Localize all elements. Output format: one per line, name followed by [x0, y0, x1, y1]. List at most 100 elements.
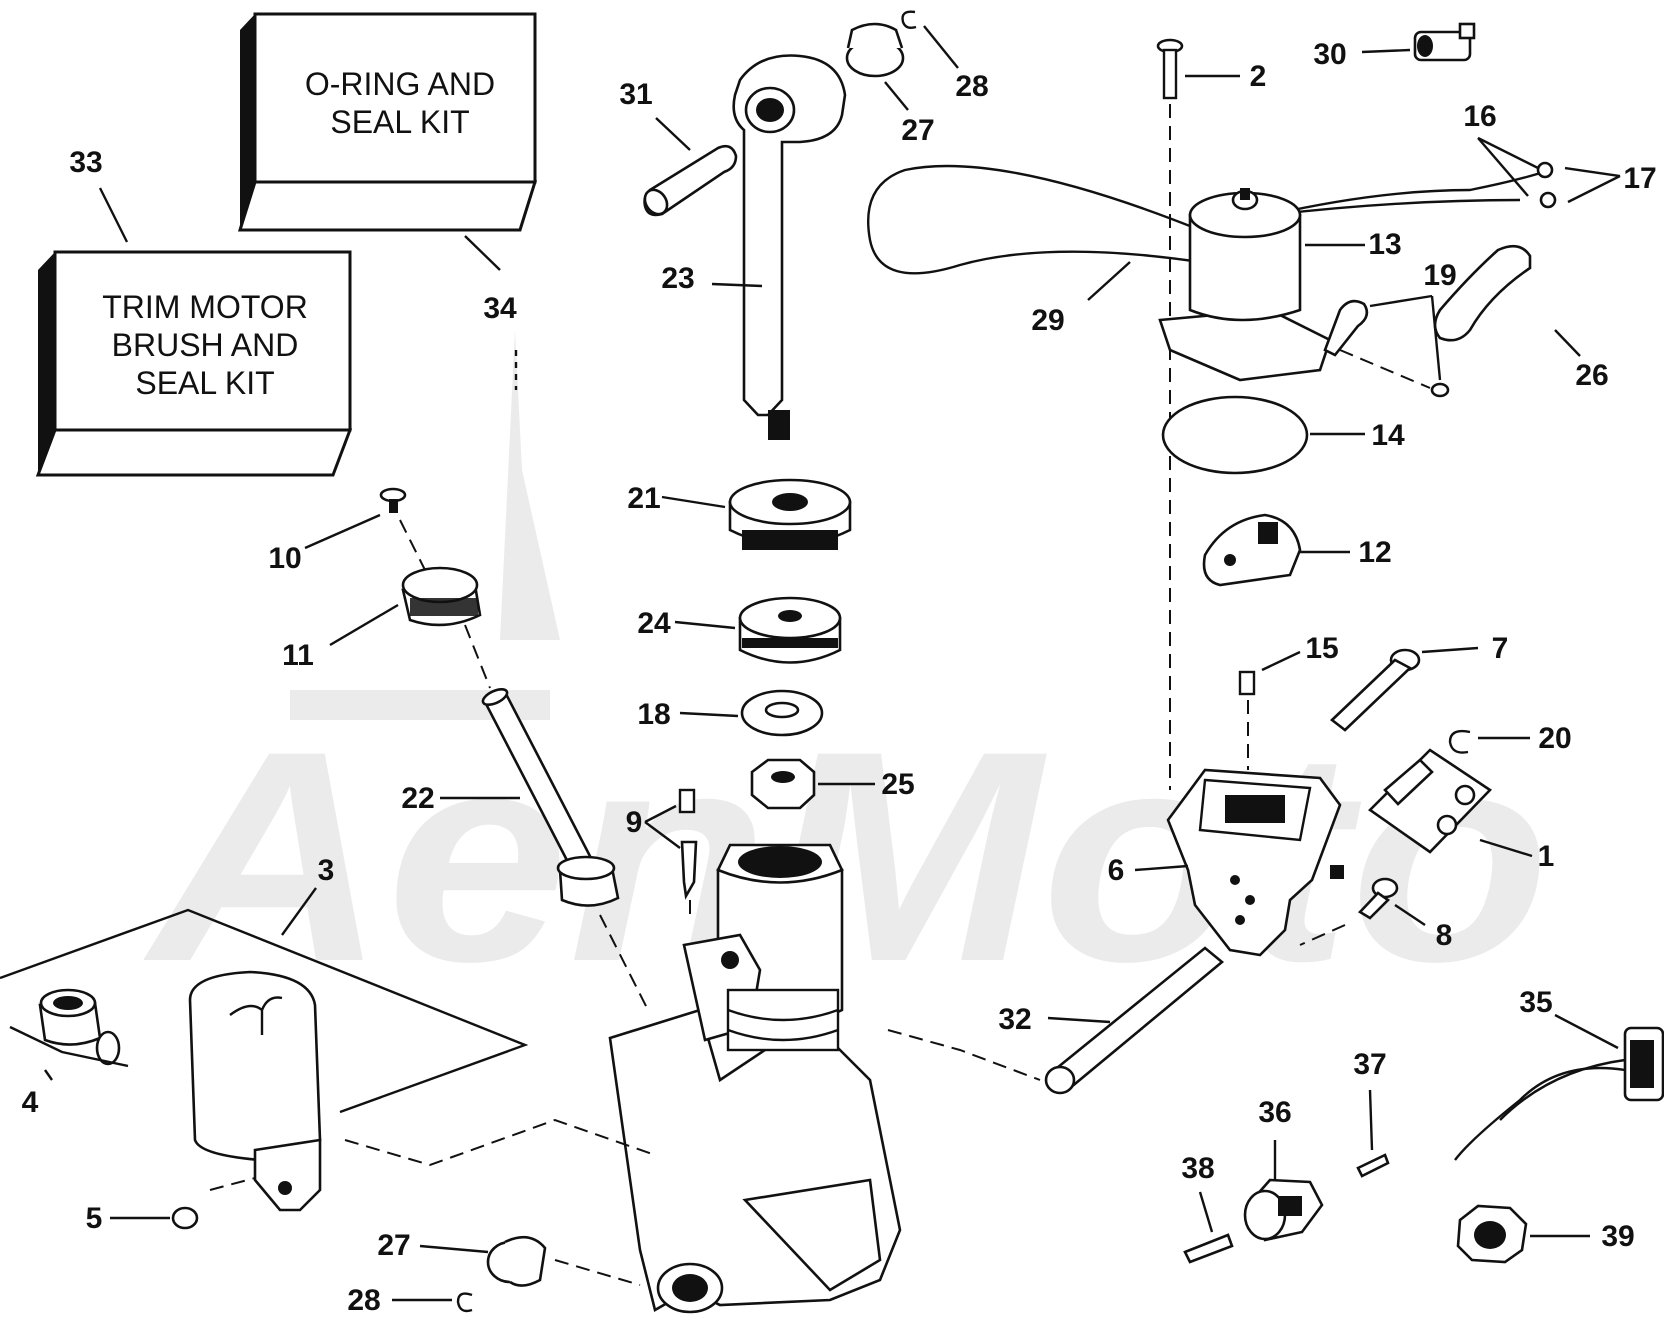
seal-kit-box-bottom [237, 180, 538, 232]
callout-15: 15 [1305, 632, 1338, 665]
callout-36: 36 [1258, 1096, 1291, 1129]
leader-23 [711, 282, 763, 288]
callout-19: 19 [1423, 259, 1456, 292]
part-19-terminal [1323, 299, 1450, 398]
leader-24 [674, 620, 736, 630]
leader-6 [1134, 864, 1189, 872]
part-7-bolt [1330, 648, 1421, 732]
part-28-top-clip [901, 10, 917, 30]
callout-11: 11 [282, 639, 314, 672]
part-12-plate [1202, 513, 1302, 587]
callout-32: 32 [998, 1003, 1031, 1036]
callout-5: 5 [86, 1202, 103, 1235]
part-28-bottom-clip [456, 1292, 473, 1313]
leader-11 [329, 603, 399, 647]
part-35-switch [1454, 1026, 1664, 1161]
part-3-reservoir-outline [0, 908, 529, 1114]
leader-35 [1554, 1013, 1619, 1050]
part-1-gasket [1367, 748, 1493, 854]
leader-8 [1394, 904, 1426, 926]
callout-34: 34 [483, 292, 517, 325]
part-14-o-ring [1161, 395, 1309, 475]
seal-kit-line1: O-RING AND [305, 66, 495, 102]
part-25-nut [750, 758, 816, 810]
dashed-10-11 [399, 519, 426, 571]
leader-27-top [884, 81, 909, 111]
brush-kit-box: TRIM MOTOR BRUSH AND SEAL KIT [35, 250, 353, 477]
callout-30: 30 [1313, 38, 1346, 71]
part-10-screw [379, 487, 407, 513]
leader-17a [1564, 166, 1621, 178]
brush-kit-box-front [53, 250, 352, 432]
callout-31: 31 [619, 78, 652, 111]
part-5-bracket [253, 1138, 322, 1212]
brush-kit-line3: SEAL KIT [135, 365, 274, 401]
callout-28-top: 28 [955, 70, 988, 103]
callout-29: 29 [1031, 304, 1064, 337]
leader-16a [1477, 136, 1539, 170]
callout-27-top: 27 [901, 114, 934, 147]
callout-14: 14 [1371, 419, 1405, 452]
brush-kit-box-side [38, 252, 55, 475]
leader-7 [1421, 646, 1479, 654]
callout-28-bottom: 28 [347, 1284, 380, 1317]
callout-26: 26 [1575, 359, 1608, 392]
seal-kit-line2: SEAL KIT [330, 104, 469, 140]
part-22-tube [481, 687, 620, 907]
dashed-11-22 [464, 624, 491, 689]
leader-19a [1369, 294, 1433, 308]
callout-37: 37 [1353, 1048, 1386, 1081]
callout-1: 1 [1538, 840, 1555, 873]
leader-33 [98, 187, 129, 243]
dashed-8 [1299, 924, 1346, 946]
leader-32 [1047, 1016, 1111, 1024]
part-21-cap [728, 478, 852, 550]
part-9-valves [678, 788, 698, 900]
callout-33: 33 [69, 146, 102, 179]
leader-19b [1430, 295, 1442, 381]
callout-21: 21 [627, 482, 660, 515]
part-2-screw [1156, 38, 1184, 100]
leader-17b [1567, 174, 1621, 204]
part-4-fitting [38, 988, 121, 1066]
callout-18: 18 [637, 698, 670, 731]
part-27-top-bushing [845, 22, 905, 78]
leader-4 [44, 1069, 53, 1081]
dashed-5 [209, 1177, 256, 1191]
callout-17: 17 [1623, 162, 1656, 195]
part-20-clip [1448, 729, 1471, 754]
dashed-19 [1339, 349, 1431, 389]
callout-7: 7 [1492, 632, 1509, 665]
seal-kit-box-side [240, 14, 255, 230]
callout-13: 13 [1368, 228, 1401, 261]
part-4-outline [9, 1025, 129, 1068]
part-26-hose [1433, 244, 1532, 342]
callout-4: 4 [22, 1086, 39, 1119]
part-15-screw [1238, 670, 1256, 696]
watermark-text: AenMoto [140, 688, 1550, 1024]
callout-20: 20 [1538, 722, 1571, 755]
part-11-cap [401, 566, 482, 627]
leader-34 [464, 235, 501, 271]
part-36-connector [1243, 1178, 1324, 1242]
part-29-wire-harness [867, 164, 1551, 275]
leader-9a [644, 804, 677, 824]
leader-31 [655, 117, 691, 151]
leader-21 [661, 495, 726, 509]
leader-18 [679, 711, 739, 718]
part-5-screw [171, 1206, 199, 1230]
leader-28-top [923, 25, 959, 69]
leader-15 [1261, 650, 1301, 672]
callout-22: 22 [401, 782, 434, 815]
brush-kit-box-bottom [35, 428, 353, 477]
part-24-piston [738, 596, 842, 664]
leader-26 [1554, 329, 1581, 357]
callout-12: 12 [1358, 536, 1391, 569]
leader-10 [304, 513, 381, 550]
part-37-pin [1356, 1153, 1390, 1178]
dashed-reservoir-body [344, 1118, 656, 1167]
brush-kit-line2: BRUSH AND [112, 327, 299, 363]
callout-39: 39 [1601, 1220, 1634, 1253]
